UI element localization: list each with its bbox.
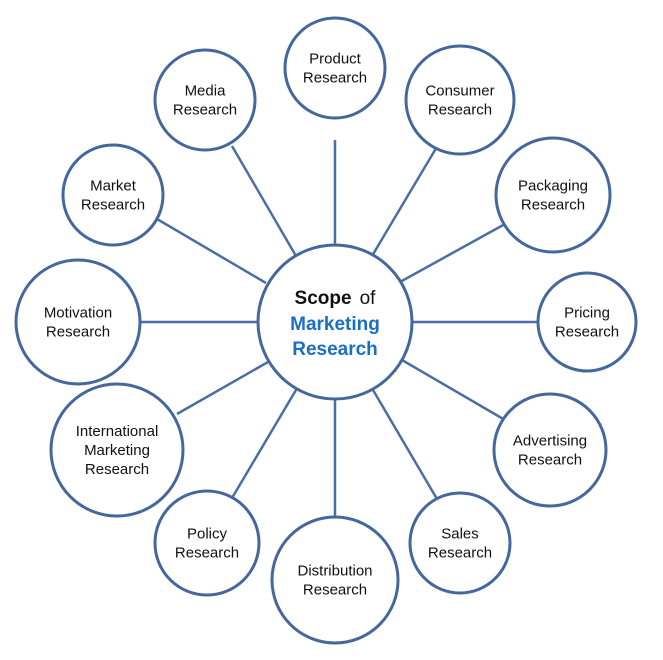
node-circle-advertising [492,392,608,508]
node-circle-product [283,16,387,120]
node-circle-packaging [494,136,612,254]
node-label-consumer-0: Consumer [425,83,494,100]
node-label-motivation-1: Research [46,324,110,341]
node-label-distribution-1: Research [303,582,367,599]
node-label-sales-0: Sales [441,526,479,543]
node-label-product-1: Research [303,70,367,87]
topic-nodes: ProductResearchConsumerResearchPackaging… [14,16,638,645]
node-circle-sales [408,491,512,595]
node-label-packaging-1: Research [521,197,585,214]
node-label-international-1: Marketing [84,442,150,459]
node-circle-international [49,382,185,518]
center-title-line2: Marketing [290,314,380,335]
center-title-line1: Scope of [295,288,377,309]
center-title-line3: Research [292,339,378,360]
node-label-international-0: International [76,423,159,440]
node-label-advertising-0: Advertising [513,433,587,450]
node-circle-motivation [14,258,142,386]
node-label-motivation-0: Motivation [44,305,112,322]
center-of-word: of [360,288,377,309]
node-label-consumer-1: Research [428,102,492,119]
center-circle [256,243,414,401]
node-label-advertising-1: Research [518,452,582,469]
node-label-media-1: Research [173,102,237,119]
node-circle-consumer [404,44,516,156]
connector-lines [141,140,538,517]
center-node: Scope of Marketing Research [256,243,414,401]
node-label-sales-1: Research [428,545,492,562]
node-label-policy-1: Research [175,545,239,562]
node-label-distribution-0: Distribution [297,563,372,580]
spoke-policy [230,389,298,499]
spoke-media [230,145,298,257]
spoke-packaging [399,222,506,284]
node-circle-media [153,48,257,152]
node-label-policy-0: Policy [187,526,228,543]
node-label-product-0: Product [309,51,362,68]
node-circle-policy [153,489,261,597]
node-circle-distribution [270,515,400,645]
node-label-packaging-0: Packaging [518,178,588,195]
node-label-market-0: Market [90,178,137,195]
spoke-consumer [370,144,440,257]
node-label-pricing-1: Research [555,324,619,341]
node-circle-pricing [536,271,638,373]
node-circle-market [61,143,165,247]
node-label-media-0: Media [185,83,227,100]
node-label-pricing-0: Pricing [564,305,610,322]
node-label-international-2: Research [85,461,149,478]
center-scope-word: Scope [295,288,352,309]
spoke-international [176,360,269,416]
spoke-sales [371,389,439,500]
node-label-market-1: Research [81,197,145,214]
spoke-advertising [401,358,506,422]
spoke-market [156,217,267,285]
